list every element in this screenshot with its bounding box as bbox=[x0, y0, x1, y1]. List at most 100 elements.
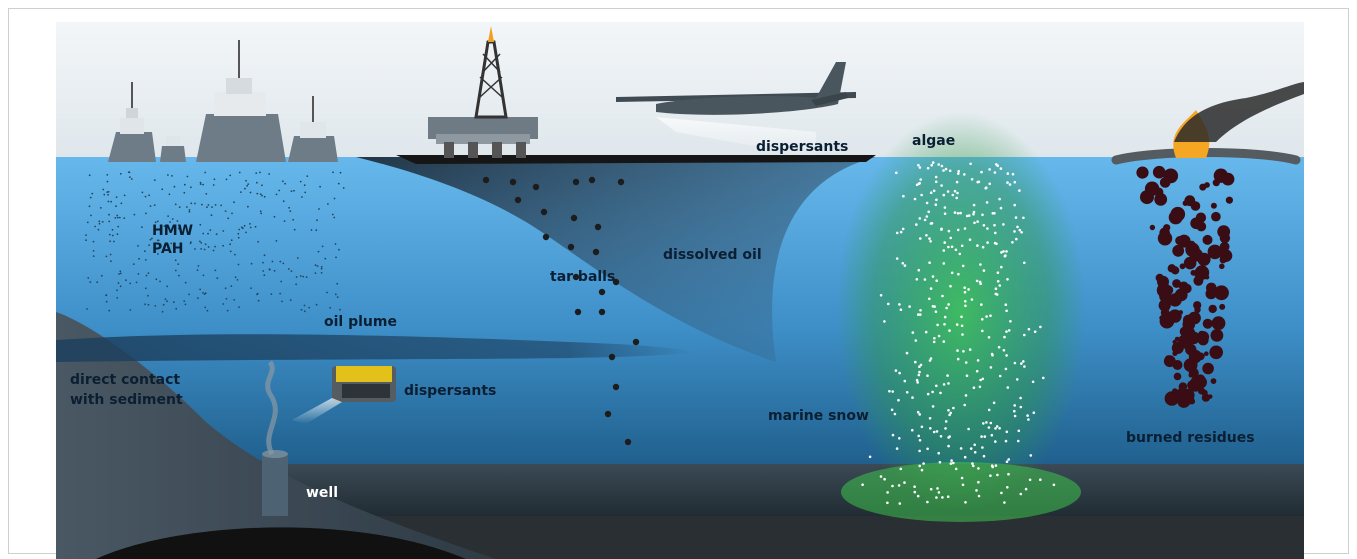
pah-particle bbox=[230, 239, 233, 242]
pah-particle bbox=[111, 228, 114, 231]
marine-snow-particle bbox=[916, 381, 919, 384]
pah-particle bbox=[107, 190, 110, 193]
marine-snow-particle bbox=[928, 417, 932, 420]
marine-snow-particle bbox=[959, 211, 962, 215]
pah-particle bbox=[263, 254, 266, 257]
burned-residue-particle bbox=[1207, 244, 1223, 260]
marine-snow-particle bbox=[948, 435, 951, 438]
marine-snow-particle bbox=[1019, 396, 1022, 400]
marine-snow-particle bbox=[879, 475, 883, 478]
marine-snow-particle bbox=[897, 484, 901, 487]
tar-ball bbox=[540, 208, 548, 216]
burned-residue-particle bbox=[1172, 279, 1181, 288]
marine-snow-particle bbox=[961, 264, 965, 268]
marine-snow-particle bbox=[1026, 414, 1029, 417]
tar-ball bbox=[567, 243, 575, 251]
hmw-pah-label-line2: PAH bbox=[152, 241, 184, 257]
pah-particle bbox=[145, 274, 148, 277]
pah-particle bbox=[271, 260, 274, 263]
pah-particle bbox=[300, 308, 303, 311]
marine-snow-particle bbox=[937, 451, 940, 455]
pah-particle bbox=[129, 282, 132, 285]
marine-snow-particle bbox=[985, 315, 988, 318]
marine-snow-particle bbox=[1007, 472, 1010, 476]
pah-particle bbox=[110, 200, 112, 203]
pah-particle bbox=[321, 245, 324, 248]
marine-snow-particle bbox=[960, 244, 964, 248]
pah-particle bbox=[100, 274, 103, 277]
pah-particle bbox=[115, 196, 118, 199]
pah-particle bbox=[110, 260, 112, 263]
marine-snow-particle bbox=[918, 370, 921, 374]
pah-particle bbox=[190, 241, 192, 244]
marine-snow-particle bbox=[926, 500, 929, 504]
pah-particle bbox=[259, 193, 262, 196]
pah-particle bbox=[177, 263, 180, 265]
marine-snow-particle bbox=[1004, 439, 1008, 443]
pah-particle bbox=[339, 171, 342, 174]
dispersants-subsea-label: dispersants bbox=[404, 383, 497, 399]
marine-snow-particle bbox=[942, 262, 946, 265]
pah-particle bbox=[279, 260, 282, 263]
marine-snow-particle bbox=[976, 244, 979, 247]
marine-snow-particle bbox=[1022, 216, 1025, 220]
marine-snow-particle bbox=[948, 329, 951, 332]
tar-ball bbox=[632, 338, 640, 346]
marine-snow-particle bbox=[1006, 172, 1010, 175]
marine-snow-particle bbox=[920, 425, 924, 429]
marine-snow-particle bbox=[911, 331, 915, 334]
pah-particle bbox=[119, 285, 122, 288]
pah-particle bbox=[284, 182, 286, 185]
marine-snow-particle bbox=[989, 366, 993, 369]
marine-snow-particle bbox=[918, 449, 921, 453]
pah-particle bbox=[315, 303, 318, 306]
marine-snow-particle bbox=[946, 495, 950, 499]
marine-snow-particle bbox=[981, 329, 984, 333]
pah-particle bbox=[202, 292, 204, 294]
burned-residue-particle bbox=[1188, 240, 1196, 248]
burned-residue-particle bbox=[1213, 168, 1229, 183]
marine-snow-particle bbox=[924, 330, 928, 334]
marine-snow-particle bbox=[960, 324, 964, 328]
pah-particle bbox=[141, 191, 144, 194]
pah-particle bbox=[144, 250, 146, 253]
well-mound bbox=[96, 527, 466, 559]
marine-snow-particle bbox=[901, 262, 905, 265]
marine-snow-particle bbox=[964, 361, 968, 364]
marine-snow-particle bbox=[920, 193, 923, 197]
pah-particle bbox=[236, 279, 239, 281]
pah-particle bbox=[155, 278, 158, 281]
tar-ball bbox=[624, 438, 632, 446]
pah-particle bbox=[184, 281, 187, 284]
marine-snow-particle bbox=[969, 162, 972, 166]
marine-snow-particle bbox=[1020, 362, 1023, 365]
marine-snow-particle bbox=[932, 340, 936, 344]
pah-particle bbox=[86, 221, 89, 224]
pah-particle bbox=[109, 240, 111, 243]
marine-snow-particle bbox=[956, 349, 959, 352]
pah-particle bbox=[250, 287, 253, 289]
pah-particle bbox=[205, 193, 208, 195]
well-icon bbox=[262, 360, 288, 516]
pah-particle bbox=[106, 180, 109, 183]
pah-particle bbox=[183, 191, 186, 194]
pah-particle bbox=[194, 202, 196, 205]
pah-particle bbox=[199, 223, 202, 226]
tar-ball-particles bbox=[482, 176, 640, 446]
marine-snow-particle bbox=[915, 378, 919, 382]
marine-snow-particle bbox=[1027, 418, 1030, 421]
pah-particle bbox=[204, 243, 207, 246]
pah-particle bbox=[108, 233, 111, 236]
burned-residue-particle bbox=[1219, 232, 1231, 244]
marine-snow-particle bbox=[967, 214, 971, 217]
burned-residue-particle bbox=[1144, 181, 1160, 196]
pah-particle bbox=[186, 175, 189, 178]
algae-label: algae bbox=[912, 133, 956, 149]
marine-snow-particle bbox=[1013, 414, 1017, 418]
marine-snow-particle bbox=[1020, 231, 1023, 234]
pah-particle bbox=[296, 257, 299, 259]
marine-snow-particle bbox=[943, 241, 946, 244]
marine-snow-particle bbox=[937, 163, 940, 166]
pah-particle bbox=[154, 305, 157, 307]
marine-snow-particle bbox=[894, 369, 898, 372]
